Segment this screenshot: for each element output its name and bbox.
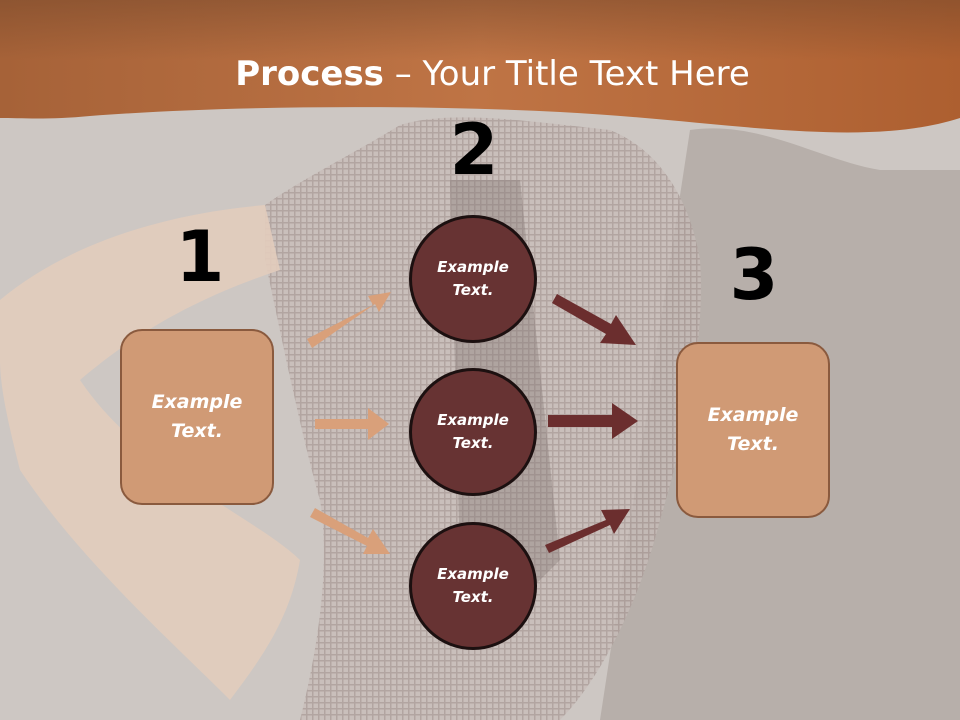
step-box-right-text: Example Text. bbox=[707, 404, 799, 455]
step-number-2: 2 bbox=[449, 109, 499, 191]
process-circle-middle: Example Text. bbox=[409, 368, 537, 496]
arrow-left-middle bbox=[315, 408, 389, 440]
process-circle-top: Example Text. bbox=[409, 215, 537, 343]
arrow-left-up bbox=[307, 292, 391, 348]
arrow-left-down bbox=[310, 508, 390, 554]
step-box-left: Example Text. bbox=[120, 329, 274, 505]
step-box-right: Example Text. bbox=[676, 342, 830, 518]
title-rest: – Your Title Text Here bbox=[383, 54, 750, 94]
process-circle-top-text: Example Text. bbox=[437, 258, 509, 299]
step-box-left-text: Example Text. bbox=[151, 391, 243, 442]
title-bold: Process bbox=[235, 54, 384, 94]
page-title: Process – Your Title Text Here bbox=[0, 52, 960, 96]
step-number-1: 1 bbox=[175, 216, 225, 298]
process-circle-middle-text: Example Text. bbox=[437, 411, 509, 452]
step-number-3: 3 bbox=[729, 234, 779, 316]
arrow-right-up bbox=[552, 294, 636, 345]
arrow-right-middle bbox=[548, 403, 638, 439]
process-circle-bottom: Example Text. bbox=[409, 522, 537, 650]
process-circle-bottom-text: Example Text. bbox=[437, 565, 509, 606]
arrow-right-down bbox=[545, 509, 630, 553]
